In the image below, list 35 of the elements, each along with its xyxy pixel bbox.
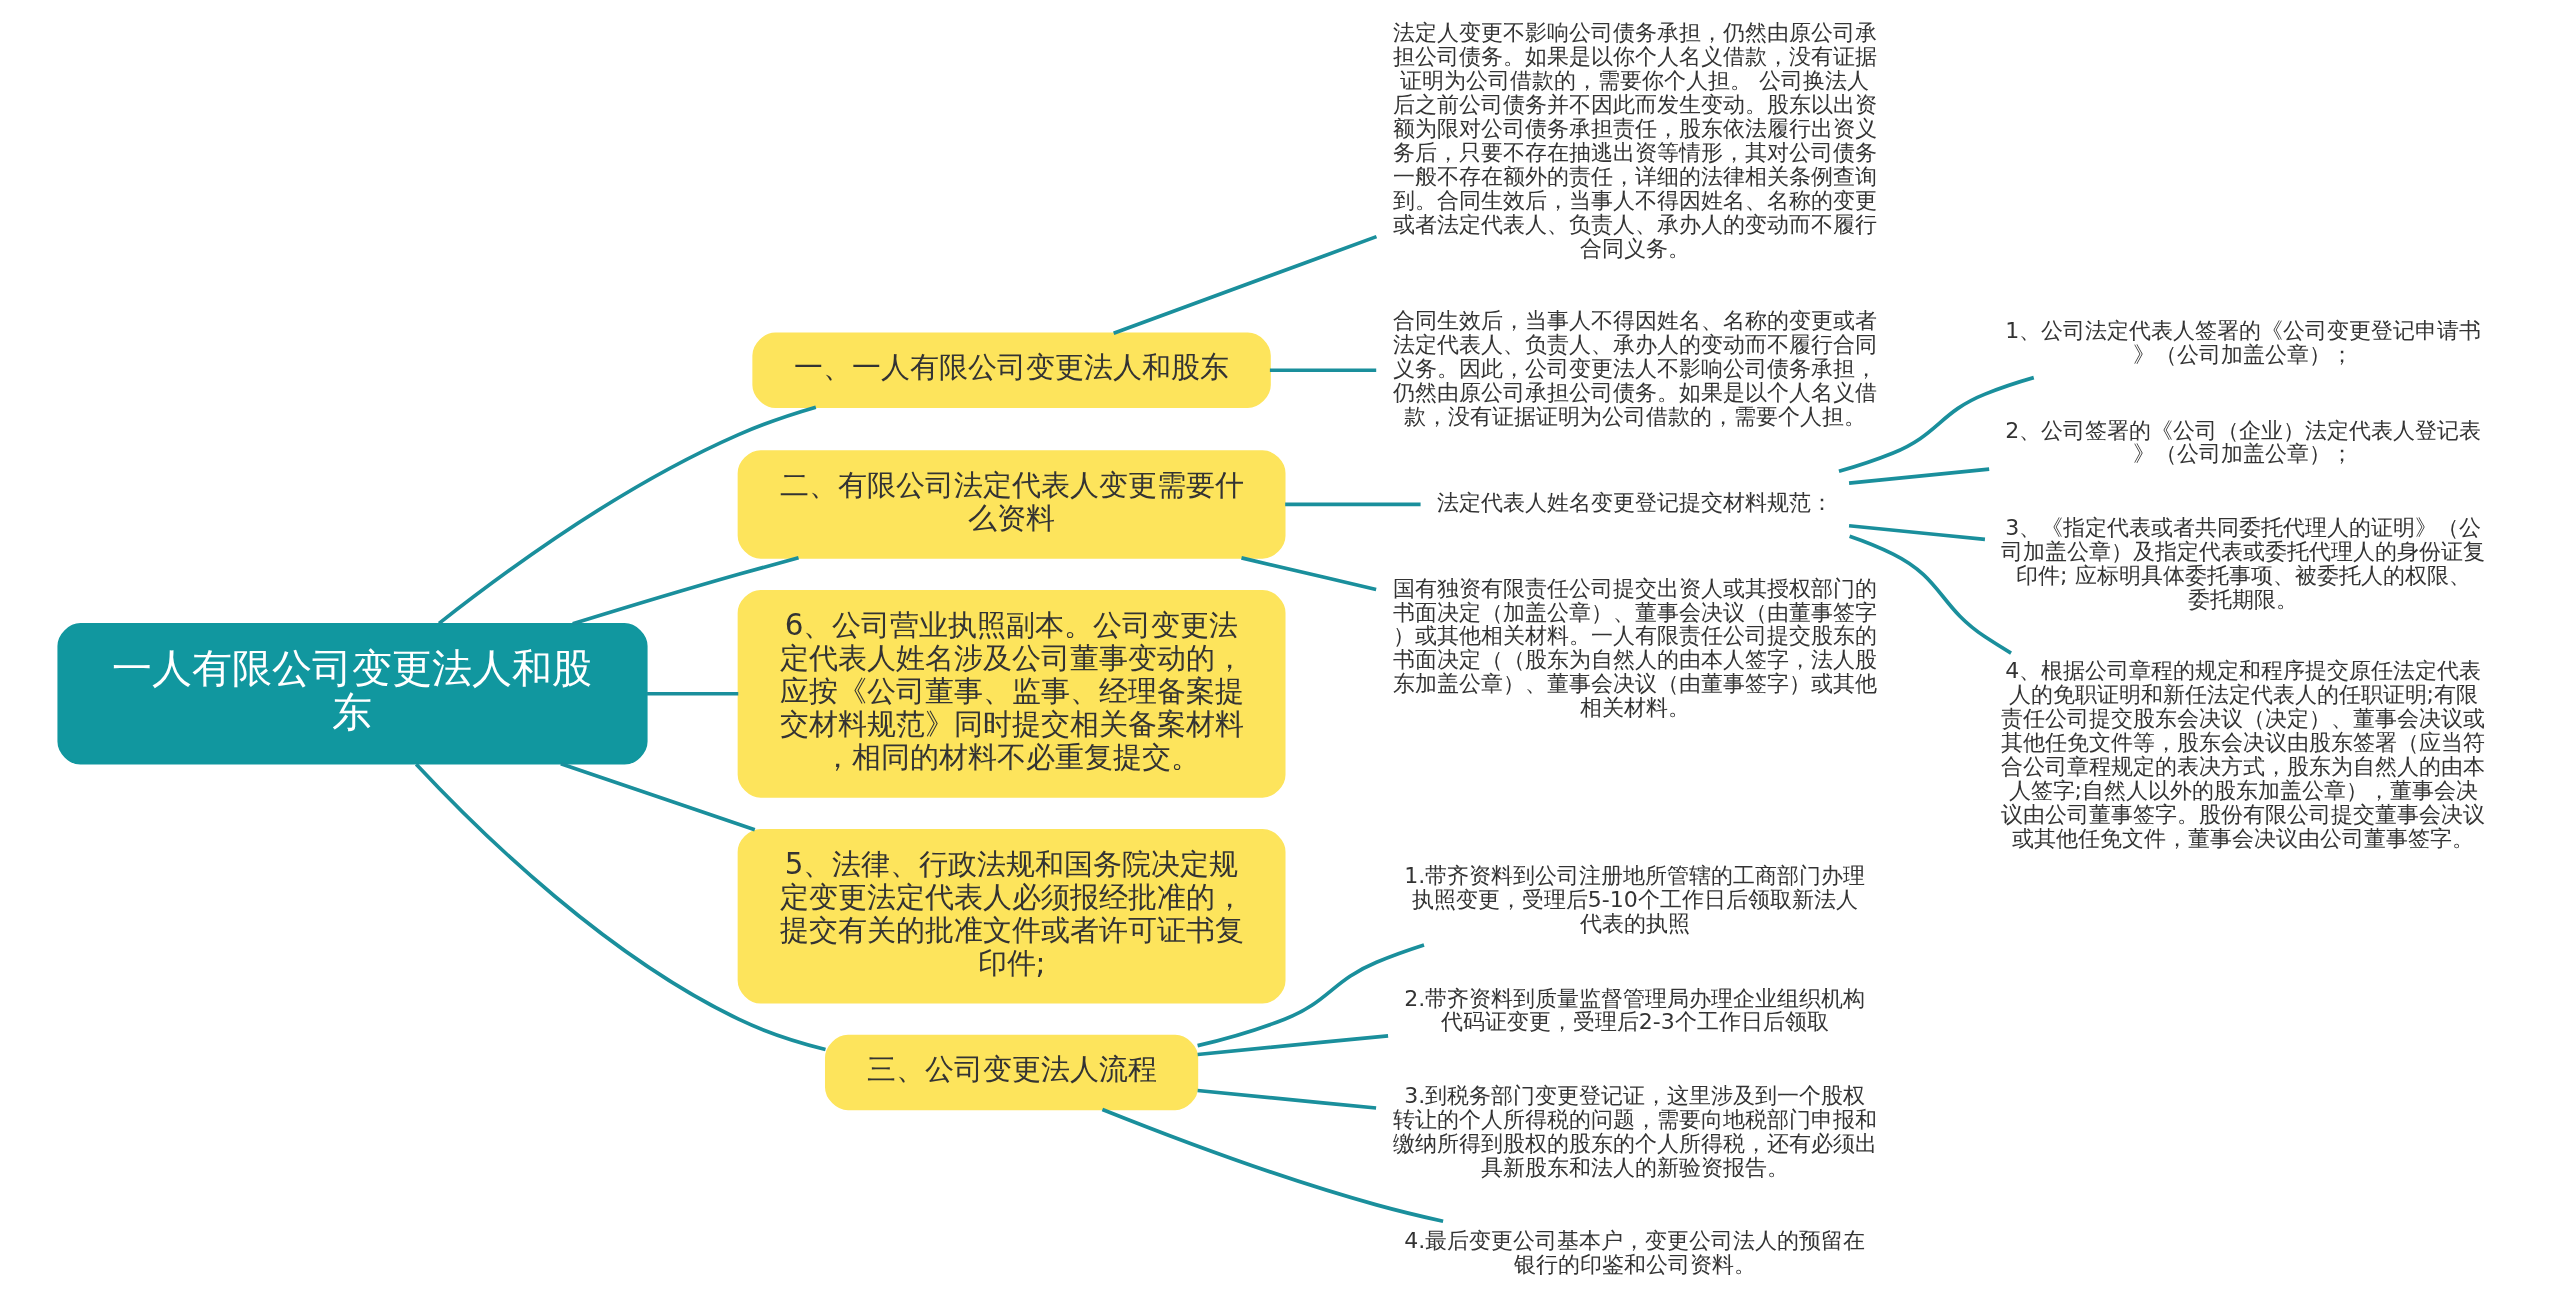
connector [1197, 943, 1425, 1048]
node-text: 2.带齐资料到质量监督管理局办理企业组织机构代码证变更，受理后2-3个工作日后领取 [1404, 985, 1866, 1035]
connector [1849, 534, 2012, 655]
connector [572, 556, 799, 626]
node-text: 合同生效后，当事人不得因姓名、名称的变更或者法定代表人、负责人、承办人的变动而不履行合同义务。因此，公司变更法人不影响公司债务承担，仍然由原公司承担公司债务。如果是以个人名义借款，没有证据证明为公司借款的，需要个人担。 [1392, 308, 1877, 429]
node-text: 3、《指定代表或者共同委托代理人的证明》（公司加盖公章）及指定代表或委托代理人的身份证复印件; 应标明具体委托事项、被委托人的权限、委托期限。 [2001, 514, 2486, 612]
node-box: 一人有限公司变更法人和股东 [57, 623, 648, 765]
node-text: 国有独资有限责任公司提交出资人或其授权部门的书面决定（加盖公章）、董事会决议（由董事签字）或其他相关材料。一人有限责任公司提交股东的书面决定（（股东为自然人的由本人签字，法人股东加盖公章）、董事会决议（由董事签字）或其他相关材料。 [1392, 575, 1877, 721]
node-text: 法定人变更不影响公司债务承担，仍然由原公司承担公司债务。如果是以你个人名义借款，没有证据证明为公司借款的，需要你个人担。 公司换法人后之前公司债务并不因此而发生变动。股东以出资额为限对公司债务承担责任，股东依法履行出资义务后，只要不存在抽逃出资等情形，其对公司债务一般不存在额外的责任，详细的法律相关条例查询到。合同生效后，当事人不得因姓名、名称的变更或者法定代表人、负责人、承办人的变动而不履行合同义务。 [1392, 20, 1877, 261]
node-box: 一、一人有限公司变更法人和股东 [752, 332, 1271, 408]
connector [414, 762, 826, 1052]
node-text: 法定代表人姓名变更登记提交材料规范： [1436, 490, 1833, 516]
connector [1241, 556, 1377, 592]
node-box: 二、有限公司法定代表人变更需要什么资料 [737, 450, 1286, 559]
node-text: 4、根据公司章程的规定和程序提交原任法定代表人的免职证明和新任法定代表人的任职证明;有限责任公司提交股东会决议（决定）、董事会决议或其他任免文件等，股东会决议由股东签署（应当符合公司章程规定的表决方式，股东为自然人的由本人签字;自然人以外的股东加盖公章），董事会决议由公司董事签字。股份有限公司提交董事会决议或其他任免文件，董事会决议由公司董事签字。 [2001, 658, 2486, 851]
connector [1113, 234, 1378, 336]
node-text: 4.最后变更公司基本户，变更公司法人的预留在银行的印鉴和公司资料。 [1404, 1228, 1866, 1278]
connector [560, 762, 756, 832]
connector [437, 405, 817, 625]
connector [1197, 1088, 1377, 1110]
node-text: 1、公司法定代表人签署的《公司变更登记申请书》（公司加盖公章）； [2005, 318, 2482, 368]
connector [1269, 368, 1377, 373]
node-text: 2、公司签署的《公司（企业）法定代表人登记表》（公司加盖公章）； [2005, 417, 2482, 467]
node-box: 5、法律、行政法规和国务院决定规定变更法定代表人必须报经批准的，提交有关的批准文件或者许可证书复印件; [737, 828, 1286, 1004]
connector [1838, 375, 2035, 473]
connector [1197, 1033, 1389, 1057]
node-box: 三、公司变更法人流程 [825, 1034, 1199, 1111]
connector [1848, 467, 1990, 485]
connector [647, 691, 739, 696]
connector [1101, 1107, 1444, 1224]
node-text: 1.带齐资料到公司注册地所管辖的工商部门办理执照变更，受理后5-10个工作日后领取新法人代表的执照 [1404, 863, 1866, 937]
node-text: 3.到税务部门变更登记证，这里涉及到一个股权转让的个人所得税的问题，需要向地税部门申报和缴纳所得到股权的股东的个人所得税，还有必须出具新股东和法人的新验资报告。 [1392, 1083, 1877, 1180]
connector [1285, 502, 1421, 507]
connector [1848, 523, 1986, 542]
node-box: 6、公司营业执照副本。公司变更法定代表人姓名涉及公司董事变动的，应按《公司董事、监事、经理备案提交材料规范》同时提交相关备案材料，相同的材料不必重复提交。 [737, 589, 1286, 798]
